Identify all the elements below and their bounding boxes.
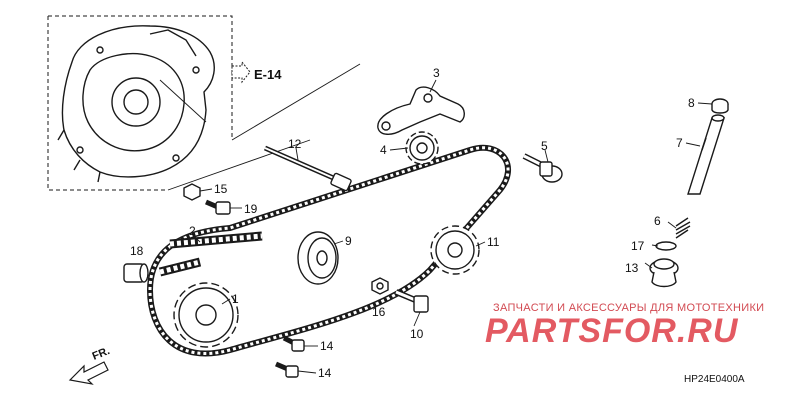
- callout-9: 9: [345, 234, 352, 248]
- callout-6: 6: [654, 214, 661, 228]
- drive-sprocket: [173, 282, 239, 348]
- tensioner-sprocket: [405, 131, 439, 165]
- crankcase-inset: [47, 15, 361, 191]
- bolt-upper: [282, 335, 305, 352]
- callout-19: 19: [244, 202, 258, 216]
- callout-7: 7: [676, 136, 683, 150]
- callout-11: 11: [487, 235, 500, 249]
- o-ring: [655, 241, 677, 251]
- callout-4: 4: [380, 143, 387, 157]
- drive-chain: [146, 144, 511, 357]
- watermark-brand: PARTSFOR.RU: [485, 312, 739, 350]
- section-ref-arrow: E-14: [231, 60, 282, 84]
- pushrod-cap: [711, 98, 729, 114]
- callout-14-lower: 14: [318, 366, 332, 380]
- diagram-code: HP24E0400A: [684, 374, 745, 385]
- callout-17: 17: [631, 239, 645, 253]
- nut: [371, 277, 389, 295]
- guide-roller: [297, 231, 339, 285]
- front-direction-arrow: FR.: [68, 345, 112, 385]
- section-ref-label: E-14: [254, 67, 282, 82]
- callout-8: 8: [688, 96, 695, 110]
- tensioner-pushrod: [687, 114, 725, 195]
- callout-2: 2: [189, 224, 196, 238]
- guide-pin: [263, 145, 352, 192]
- callout-10: 10: [410, 327, 424, 341]
- driven-sprocket: [430, 225, 480, 275]
- callout-3: 3: [433, 66, 440, 80]
- roller-bolt: [394, 289, 429, 313]
- bolt-lower: [275, 361, 299, 378]
- callout-16: 16: [372, 305, 386, 319]
- sealing-bolt: [649, 258, 679, 288]
- callout-15: 15: [214, 182, 228, 196]
- leader-lines: [193, 79, 713, 374]
- washer: [183, 183, 201, 201]
- watermark-tagline: ЗАПЧАСТИ И АКСЕССУАРЫ ДЛЯ МОТОТЕХНИКИ: [493, 302, 765, 314]
- tensioner-bolt: [522, 153, 563, 183]
- collar: [123, 263, 149, 283]
- flange-bolt: [205, 199, 231, 215]
- callout-13: 13: [625, 261, 639, 275]
- callout-5: 5: [541, 139, 548, 153]
- callout-14-upper: 14: [320, 339, 334, 353]
- direction-label: FR.: [91, 345, 112, 363]
- spring: [675, 217, 691, 239]
- tensioner-arm: [377, 86, 465, 135]
- callout-18: 18: [130, 244, 144, 258]
- callout-12: 12: [288, 137, 302, 151]
- callout-1: 1: [232, 292, 239, 306]
- callout-labels: 1 2 3 4 5 6 7 8 9 10 11 12 13 14 14 15 1…: [130, 66, 695, 380]
